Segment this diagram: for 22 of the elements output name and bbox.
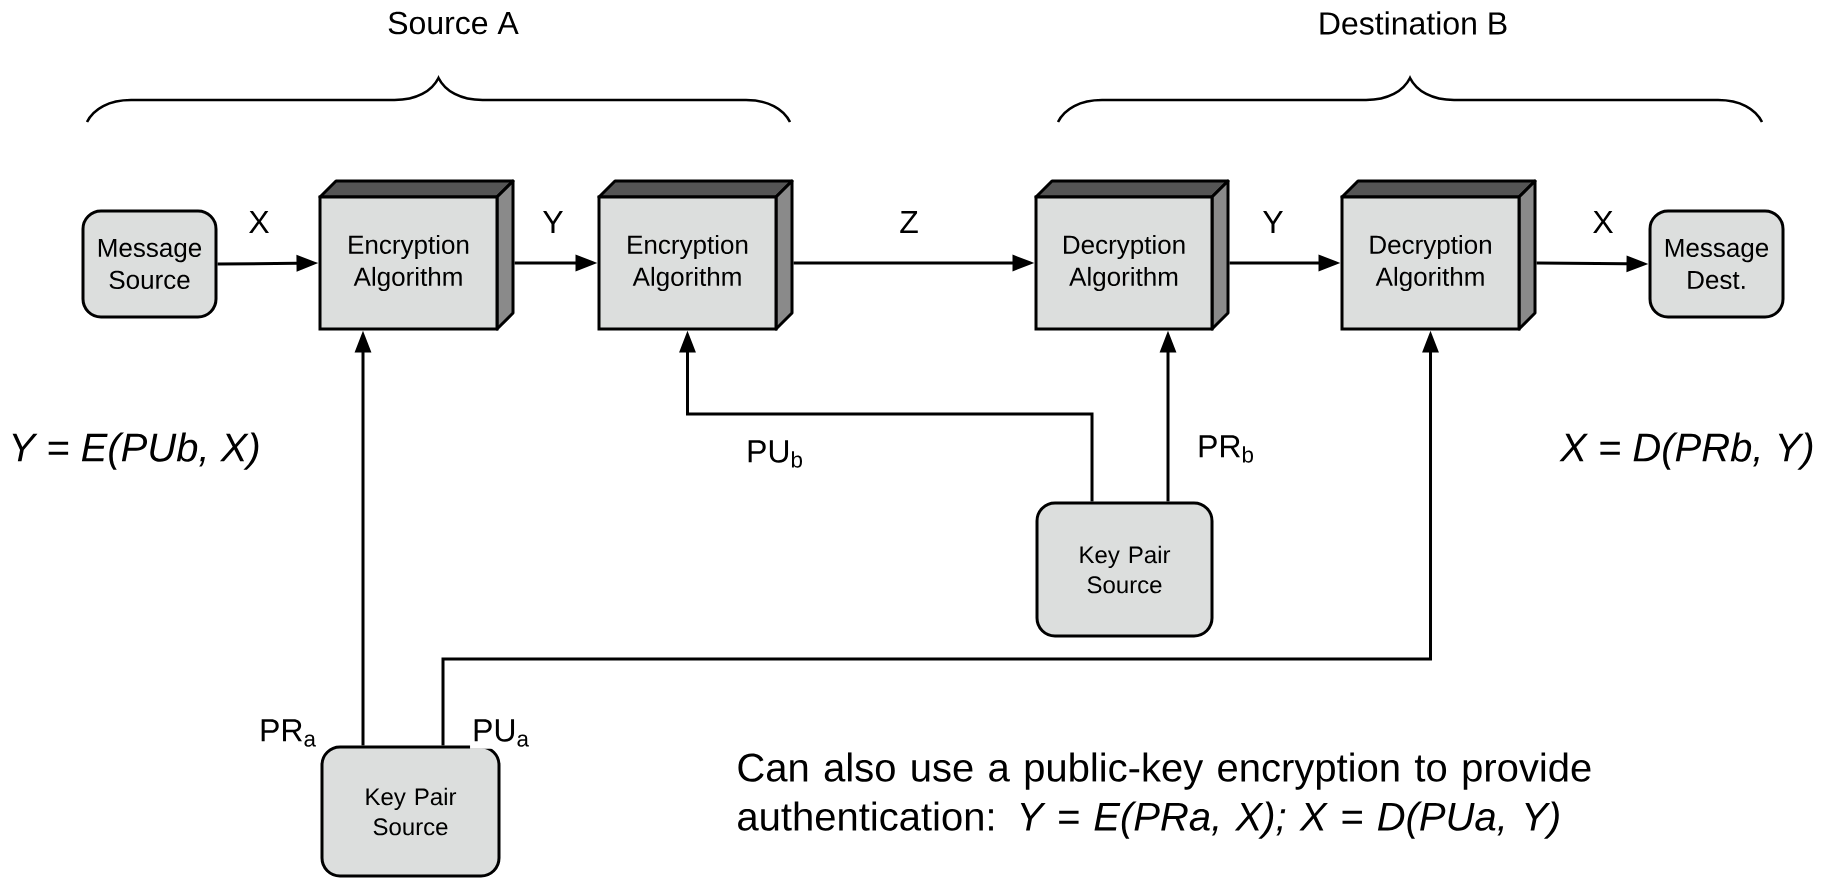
group-heading: Destination B bbox=[1320, 11, 1507, 35]
edge-label: PR$_{b}$ bbox=[1195, 433, 1257, 465]
formula: X = D(PRb, Y) bbox=[1559, 432, 1813, 470]
algorithm-block: Encryption Algorithm bbox=[597, 179, 794, 331]
edge-label: PU$_{a}$ bbox=[470, 717, 532, 749]
group-heading: Source A bbox=[388, 11, 519, 35]
edge-label: Y bbox=[1260, 209, 1286, 235]
edge-label: Z bbox=[897, 209, 921, 235]
rounded-box: Message Dest. bbox=[1648, 209, 1785, 319]
edge-label: PR$_{a}$ bbox=[257, 717, 319, 749]
algorithm-block: Decryption Algorithm bbox=[1034, 179, 1230, 331]
rounded-box: Key Pair Source bbox=[1035, 501, 1214, 638]
edge-label: PU$_{b}$ bbox=[744, 438, 806, 470]
rounded-box: Key Pair Source bbox=[320, 745, 501, 878]
edge-label: X bbox=[1590, 209, 1616, 235]
algorithm-block: Decryption Algorithm bbox=[1340, 179, 1537, 331]
note-text: Can also use a public-key encryption to provide authentication: Y = E(PRa, X); X = D(PUa, Y) bbox=[738, 752, 1591, 839]
rounded-box: Message Source bbox=[81, 209, 218, 319]
edge-label: X bbox=[246, 209, 272, 235]
algorithm-block: Encryption Algorithm bbox=[318, 179, 515, 331]
edge-label: Y bbox=[540, 209, 566, 235]
formula: Y = E(PUb, X) bbox=[12, 432, 259, 470]
